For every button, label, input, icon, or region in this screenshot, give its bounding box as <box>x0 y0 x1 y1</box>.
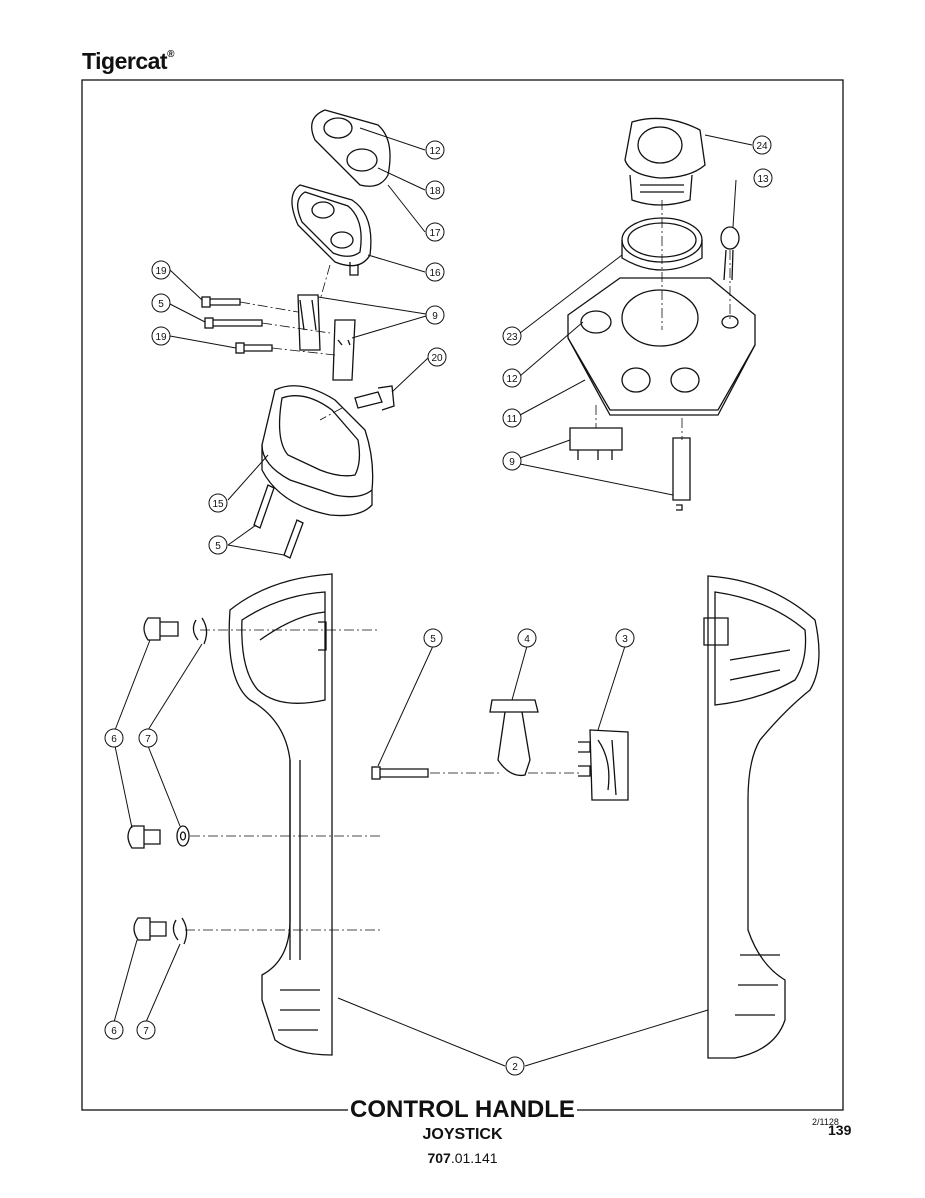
callout-19: 19 <box>155 332 167 343</box>
microswitch-3 <box>578 729 629 801</box>
callout-12: 12 <box>506 374 518 385</box>
callout-7: 7 <box>145 734 151 745</box>
callout-20: 20 <box>431 353 443 364</box>
brand-logo: Tigercat® <box>82 48 174 75</box>
callout-9: 9 <box>509 457 515 468</box>
callout-19: 19 <box>155 266 167 277</box>
part-number-suffix: .01.141 <box>450 1150 498 1166</box>
callout-labels: 12 18 17 16 19 5 19 9 20 15 5 24 13 23 1… <box>111 141 769 1073</box>
callout-13: 13 <box>757 174 769 185</box>
upper-housing <box>261 385 374 517</box>
mounting-plate-11 <box>567 277 756 416</box>
screws-housing <box>253 484 304 559</box>
microswitches-left <box>297 294 356 381</box>
alignment-lines <box>185 200 731 931</box>
microswitches-right <box>569 427 691 511</box>
callout-16: 16 <box>429 268 441 279</box>
right-handle-half <box>703 575 820 1059</box>
callout-9: 9 <box>432 311 438 322</box>
callout-5: 5 <box>158 299 164 310</box>
left-handle-half <box>228 573 333 1056</box>
button-cap-assembly <box>291 109 391 276</box>
callout-5: 5 <box>430 634 436 645</box>
callout-12: 12 <box>429 146 441 157</box>
revision-code: 2/1128 <box>812 1117 839 1127</box>
callout-5: 5 <box>215 541 221 552</box>
callout-3: 3 <box>622 634 628 645</box>
callout-23: 23 <box>506 332 518 343</box>
part-number: 707.01.141 <box>0 1150 925 1166</box>
screw-20 <box>354 385 395 411</box>
callout-2: 2 <box>512 1062 518 1073</box>
callout-18: 18 <box>429 186 441 197</box>
callout-7: 7 <box>143 1026 149 1037</box>
diagram-subtitle: JOYSTICK <box>422 1126 503 1143</box>
trigger-4 <box>489 699 539 777</box>
brand-name: Tigercat <box>82 48 168 74</box>
callout-24: 24 <box>756 141 768 152</box>
part-number-prefix: 707 <box>427 1150 451 1166</box>
callout-4: 4 <box>524 634 530 645</box>
center-screw-5 <box>371 766 429 780</box>
hat-switch-24 <box>624 117 706 206</box>
page-number: 139 <box>828 1122 852 1138</box>
diagram-title: CONTROL HANDLE <box>348 1096 577 1123</box>
indicator-light-13 <box>720 226 740 281</box>
leader-lines <box>113 127 753 1067</box>
callout-6: 6 <box>111 1026 117 1037</box>
callout-circles <box>104 135 773 1076</box>
hardware-6-7 <box>127 617 208 945</box>
callout-6: 6 <box>111 734 117 745</box>
callout-11: 11 <box>507 414 518 425</box>
brand-registered-mark: ® <box>167 49 174 61</box>
callout-15: 15 <box>212 499 224 510</box>
callout-17: 17 <box>429 228 441 239</box>
